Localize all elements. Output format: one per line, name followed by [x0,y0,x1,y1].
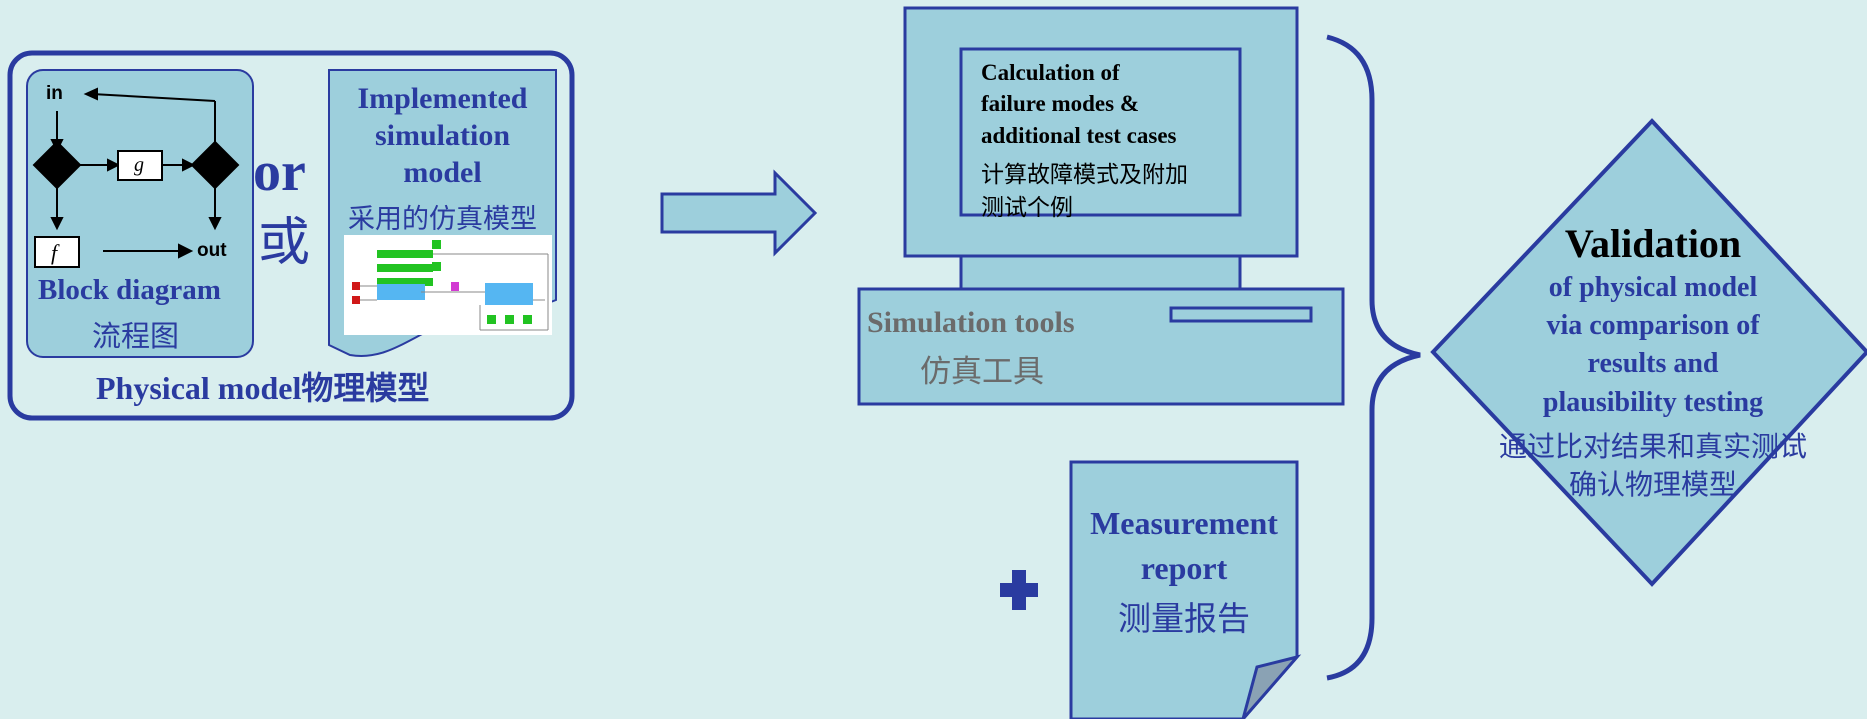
validation-cn2: 确认物理模型 [1568,468,1737,501]
implemented-line3: model [403,156,482,189]
block-diagram-panel [26,69,254,358]
disk-drive-slot [1169,306,1313,323]
block-diagram-title-cn: 流程图 [92,319,180,353]
curly-brace [1326,34,1421,681]
screen-text-2: failure modes & [981,91,1140,116]
screen-text-cn-1: 计算故障模式及附加 [981,162,1188,188]
implemented-cn: 采用的仿真模型 [348,204,537,235]
computer-screen [959,47,1242,217]
physical-model-caption: Physical model物理模型 [96,370,430,406]
report-line1: Measurement [1090,505,1278,541]
validation-line3: results and [1587,348,1719,379]
physical-model-frame [7,50,575,421]
validation-line2: via comparison of [1546,310,1760,341]
validation-line4: plausibility testing [1542,387,1764,418]
simulink-screenshot [344,235,552,335]
right-arrow [660,169,818,257]
f-block [34,236,80,268]
in-label: in [46,83,63,104]
or-label-cn: 或 [258,213,311,273]
page-curl [1241,654,1302,719]
validation-cn1: 通过比对结果和真实测试 [1498,430,1807,463]
screen-text-3: additional test cases [981,123,1177,148]
computer-neck [959,254,1242,291]
report-cn: 测量报告 [1118,599,1250,638]
report-line2: report [1140,550,1228,586]
implemented-line1: Implemented [357,82,528,115]
plus-icon [1000,570,1038,610]
f-label: f [51,240,58,265]
block-diagram-title: Block diagram [38,274,221,306]
validation-line1: of physical model [1548,272,1758,303]
g-label: g [134,154,144,176]
screen-text-1: Calculation of [981,60,1120,85]
implemented-line2: simulation [374,119,511,152]
out-label: out [197,240,227,261]
validation-title: Validation [1564,221,1742,266]
simulation-tools-label: Simulation tools [867,306,1075,339]
simulation-tools-label-cn: 仿真工具 [920,354,1044,390]
block-diagram-drawing [32,87,240,268]
validation-diamond [1430,118,1867,587]
or-label: or [253,141,306,203]
screen-text-cn-2: 测试个例 [981,195,1073,221]
